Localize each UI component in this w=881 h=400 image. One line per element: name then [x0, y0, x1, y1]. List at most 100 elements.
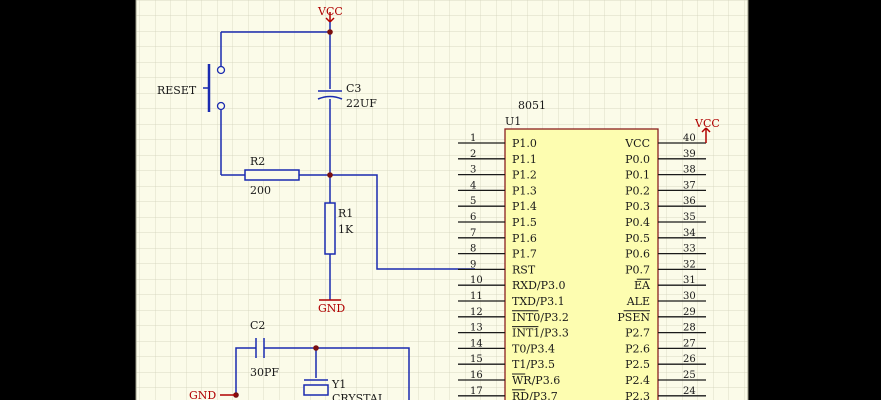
capacitor-c2	[252, 338, 268, 358]
chip-pin-40: 40 VCC	[624, 133, 706, 150]
pin-number: 29	[683, 307, 696, 318]
pin-number: 10	[470, 275, 483, 286]
chip-pin-24: 24 P2.3	[625, 386, 706, 400]
chip-pin-30: 30 ALE	[626, 291, 706, 308]
pin-number: 24	[683, 386, 696, 397]
pin-name: P2.6	[625, 342, 650, 355]
c3-ref-label: C3	[346, 82, 361, 95]
chip-pin-29: 29 PSEN	[617, 307, 706, 324]
chip-pin-33: 33 P0.6	[625, 244, 706, 261]
pin-number: 36	[683, 196, 696, 207]
pin-number: 33	[683, 244, 696, 255]
pin-number: 32	[683, 259, 696, 270]
pin-number: 26	[683, 354, 696, 365]
chip-pin-35: 35 P0.4	[625, 212, 706, 229]
pin-name: P2.7	[625, 327, 650, 340]
pin-number: 12	[470, 307, 483, 318]
pin-name: EA	[634, 279, 651, 292]
pin-number: 31	[683, 275, 696, 286]
pin-name: T1/P3.5	[512, 358, 555, 371]
pin-name: P1.7	[512, 248, 537, 261]
pin-name: T0/P3.4	[512, 342, 555, 355]
pin-number: 35	[683, 212, 696, 223]
pin-name: P1.5	[512, 216, 537, 229]
chip-body-8051	[504, 128, 659, 400]
pin-number: 25	[683, 370, 696, 381]
chip-right-pins: 40VCC39P0.038P0.137P0.236P0.335P0.434P0.…	[617, 133, 706, 400]
switch-contact-bottom	[216, 101, 226, 111]
pin-number: 9	[470, 259, 476, 270]
c2-value-label: 30PF	[250, 366, 279, 379]
pin-name: ALE	[626, 295, 650, 308]
pin-number: 30	[683, 291, 696, 302]
chip-name-label: 8051	[518, 99, 546, 112]
chip-pin-2: 2 P1.1	[458, 149, 537, 166]
pin-name: INT0/P3.2	[512, 311, 569, 324]
pin-number: 7	[470, 228, 476, 239]
resistor-r1	[324, 202, 336, 255]
pin-number: 34	[683, 228, 696, 239]
pin-name: VCC	[624, 137, 650, 150]
chip-vcc-arrow	[701, 127, 711, 143]
pin-name: PSEN	[617, 311, 650, 324]
pin-name: P1.2	[512, 169, 537, 182]
pin-name: P1.1	[512, 153, 537, 166]
pin-name: P0.1	[625, 169, 650, 182]
chip-pin-14: 14 T0/P3.4	[458, 338, 555, 355]
pin-number: 2	[470, 149, 476, 160]
pin-name: P0.4	[625, 216, 650, 229]
chip-pin-7: 7 P1.6	[458, 228, 537, 245]
gnd-mid-label: GND	[318, 302, 345, 315]
y1-value-label: CRYSTAL	[332, 392, 386, 400]
pin-number: 3	[470, 165, 476, 176]
pin-name: P1.0	[512, 137, 537, 150]
pin-name: P2.4	[625, 374, 650, 387]
pin-name: P0.5	[625, 232, 650, 245]
junction-dot	[327, 172, 333, 178]
chip-pin-5: 5 P1.4	[458, 196, 537, 213]
chip-ref-label: U1	[505, 115, 521, 128]
r1-ref-label: R1	[338, 207, 353, 220]
pin-number: 5	[470, 196, 476, 207]
pin-name: P0.6	[625, 248, 650, 261]
pin-number: 28	[683, 323, 696, 334]
r1-value-label: 1K	[338, 223, 354, 236]
r2-value-label: 200	[250, 184, 271, 197]
chip-pin-9: 9 RST	[458, 259, 536, 276]
chip-pin-36: 36 P0.3	[625, 196, 706, 213]
pin-name: RST	[512, 263, 536, 276]
chip-pin-25: 25 P2.4	[625, 370, 706, 387]
pin-name: INT1/P3.3	[512, 327, 569, 340]
pin-name: P1.6	[512, 232, 537, 245]
reset-circuit	[203, 12, 475, 400]
chip-pin-3: 3 P1.2	[458, 165, 537, 182]
chip-pin-28: 28 P2.7	[625, 323, 706, 340]
pin-name: P0.3	[625, 200, 650, 213]
resistor-r2	[244, 169, 300, 181]
y1-ref-label: Y1	[331, 378, 346, 391]
pin-number: 14	[470, 338, 483, 349]
pin-name: P2.3	[625, 390, 650, 400]
junction-dot	[313, 345, 319, 351]
pin-number: 40	[683, 133, 696, 144]
pin-name: P0.2	[625, 184, 650, 197]
pin-name: P1.4	[512, 200, 537, 213]
pin-name: P2.5	[625, 358, 650, 371]
r2-ref-label: R2	[250, 155, 265, 168]
chip-pin-31: 31 EA	[634, 275, 706, 292]
vcc-chip-label: VCC	[694, 117, 720, 130]
chip-pin-34: 34 P0.5	[625, 228, 706, 245]
